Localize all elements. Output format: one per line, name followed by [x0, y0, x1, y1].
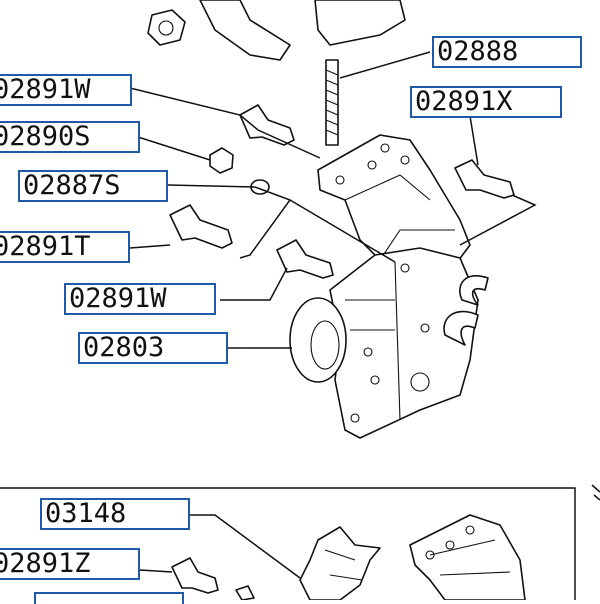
part-label-02891w-mid[interactable]: 02891W — [64, 283, 216, 315]
part-label-02890s[interactable]: 02890S — [0, 121, 140, 153]
part-label-03148[interactable]: 03148 — [40, 498, 190, 530]
rubber-bushing-icon — [289, 297, 347, 383]
bolt-icon — [169, 204, 233, 249]
engine-block-fragment — [199, 0, 291, 61]
part-label-02891w-top[interactable]: 02891W — [0, 74, 132, 106]
part-label-partial-bottom[interactable] — [34, 592, 184, 604]
engine-bracket-fragment — [314, 0, 406, 46]
engine-mount-bracket — [329, 247, 479, 439]
mount-hook — [443, 310, 479, 346]
part-label-02888[interactable]: 02888 — [432, 36, 582, 68]
lower-bracket-right — [409, 514, 526, 600]
part-label-02803[interactable]: 02803 — [78, 332, 228, 364]
bolt-icon — [171, 557, 219, 594]
top-nut-icon — [147, 9, 186, 46]
part-label-02887s[interactable]: 02887S — [18, 170, 168, 202]
bolt-icon — [276, 239, 334, 279]
part-label-02891z[interactable]: 02891Z — [0, 548, 140, 580]
washer-icon — [235, 585, 255, 600]
mount-hook — [459, 275, 489, 306]
bolt-icon — [239, 104, 295, 146]
lower-mount-bracket — [299, 526, 381, 600]
nut-icon — [209, 147, 234, 174]
bolt-icon — [454, 159, 515, 199]
part-label-02891x[interactable]: 02891X — [410, 86, 562, 118]
section-divider — [0, 487, 576, 600]
part-label-02891t[interactable]: 02891T — [0, 231, 130, 263]
